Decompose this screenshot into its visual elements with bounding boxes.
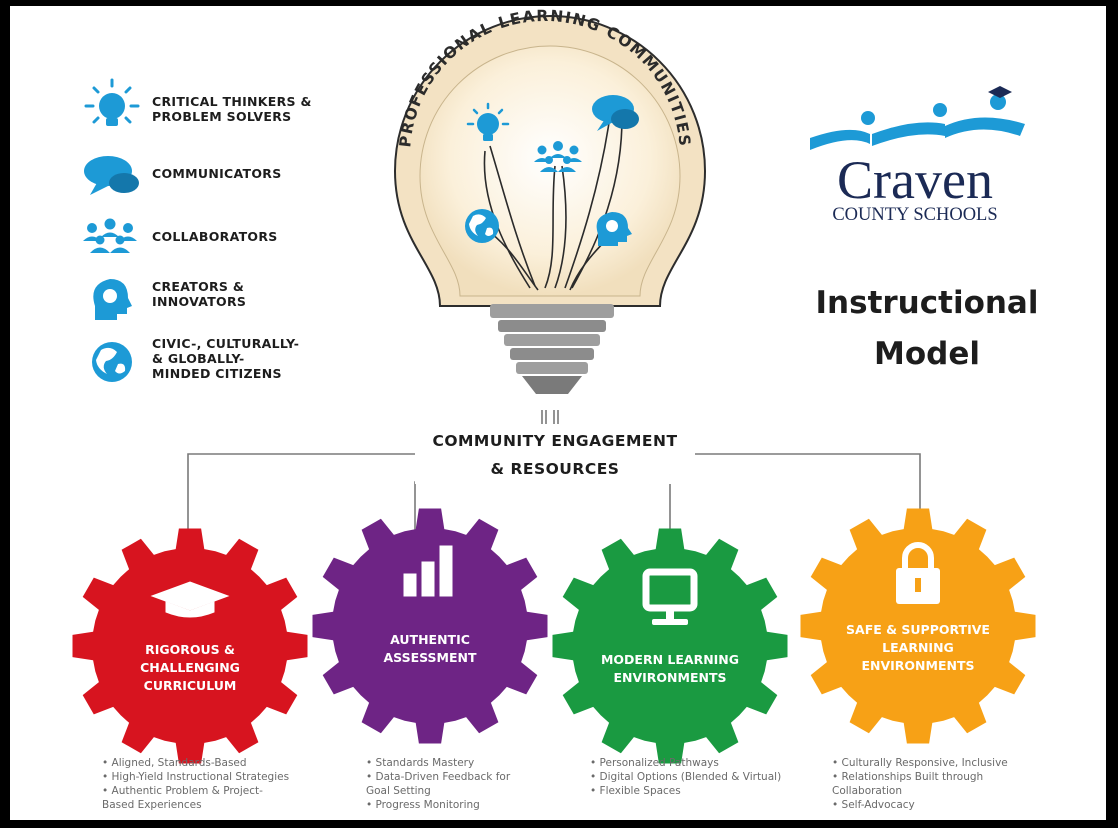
head-brain-icon xyxy=(596,212,632,246)
legend-labels: CRITICAL THINKERS &PROBLEM SOLVERS COMMU… xyxy=(152,94,312,381)
bar-chart-icon xyxy=(403,545,453,597)
model-title-line1: Instructional xyxy=(816,285,1039,321)
gear-title-line: SAFE & SUPPORTIVE xyxy=(846,622,990,637)
gear-title-line: CHALLENGING xyxy=(140,660,240,675)
padlock-icon xyxy=(896,542,940,604)
mortarboard-icon xyxy=(150,581,230,618)
legend-label-citizens: CIVIC-, CULTURALLY-& GLOBALLY-MINDED CIT… xyxy=(152,336,299,381)
legend-label-critical-thinkers: CRITICAL THINKERS &PROBLEM SOLVERS xyxy=(152,94,312,124)
gear-title-line: CURRICULUM xyxy=(144,678,237,693)
legend-speech-bubbles-icon xyxy=(84,156,139,195)
globe-icon xyxy=(465,209,499,243)
gear-modern: MODERN LEARNING ENVIRONMENTS xyxy=(552,528,788,764)
monitor-icon xyxy=(642,568,698,625)
instructional-model-diagram: PROFESSIONAL LEARNING COMMUNITIES xyxy=(72,7,1039,764)
gear-title-line: MODERN LEARNING xyxy=(601,652,739,667)
gears-row: RIGOROUS & CHALLENGING CURRICULUM AUTHENTIC… xyxy=(72,508,1036,764)
legend-globe-icon xyxy=(92,342,132,382)
model-title-line2: Model xyxy=(874,336,980,372)
legend-head-brain-icon xyxy=(93,279,132,320)
gear-title-line: RIGOROUS & xyxy=(145,642,235,657)
legend-label-creators: CREATORS &INNOVATORS xyxy=(152,279,246,309)
bullets-rigorous: • Aligned, Standards-Based• High-Yield I… xyxy=(102,757,290,811)
bullets-assessment: • Standards Mastery• Data-Driven Feedbac… xyxy=(366,757,511,811)
legend-people-group-icon xyxy=(83,218,137,253)
bullets-safe: • Culturally Responsive, Inclusive• Rela… xyxy=(832,757,1008,811)
gear-title-line: AUTHENTIC xyxy=(390,632,470,647)
gear-title-line: ENVIRONMENTS xyxy=(861,658,974,673)
speech-bubbles-icon xyxy=(592,95,639,131)
bullets-modern: • Personalized Pathways• Digital Options… xyxy=(590,757,782,797)
center-label-line2: & RESOURCES xyxy=(491,460,620,478)
gear-assessment: AUTHENTIC ASSESSMENT xyxy=(312,508,548,744)
logo-figures-icon xyxy=(810,86,1025,150)
legend-icons xyxy=(83,78,140,382)
logo-subtitle: COUNTY SCHOOLS xyxy=(832,205,997,225)
legend-label-collaborators: COLLABORATORS xyxy=(152,229,278,244)
lightbulb-diagram: PROFESSIONAL LEARNING COMMUNITIES xyxy=(393,7,707,394)
people-group-icon xyxy=(534,141,582,172)
gear-safe: SAFE & SUPPORTIVE LEARNING ENVIRONMENTS xyxy=(800,508,1036,744)
bulb-icons xyxy=(465,95,639,246)
legend-lightbulb-icon xyxy=(84,78,140,126)
infographic-frame: PROFESSIONAL LEARNING COMMUNITIES xyxy=(10,6,1106,820)
center-label-line1: COMMUNITY ENGAGEMENT xyxy=(432,432,677,450)
gear-title-line: ASSESSMENT xyxy=(383,650,477,665)
gear-title-line: LEARNING xyxy=(882,640,954,655)
gear-title-line: ENVIRONMENTS xyxy=(613,670,726,685)
legend-label-communicators: COMMUNICATORS xyxy=(152,166,282,181)
craven-logo: Craven COUNTY SCHOOLS xyxy=(810,86,1025,225)
logo-name: Craven xyxy=(837,150,993,210)
gear-rigorous: RIGOROUS & CHALLENGING CURRICULUM xyxy=(72,528,308,764)
bulb-base-ring xyxy=(490,304,614,318)
lightbulb-icon xyxy=(466,102,510,141)
